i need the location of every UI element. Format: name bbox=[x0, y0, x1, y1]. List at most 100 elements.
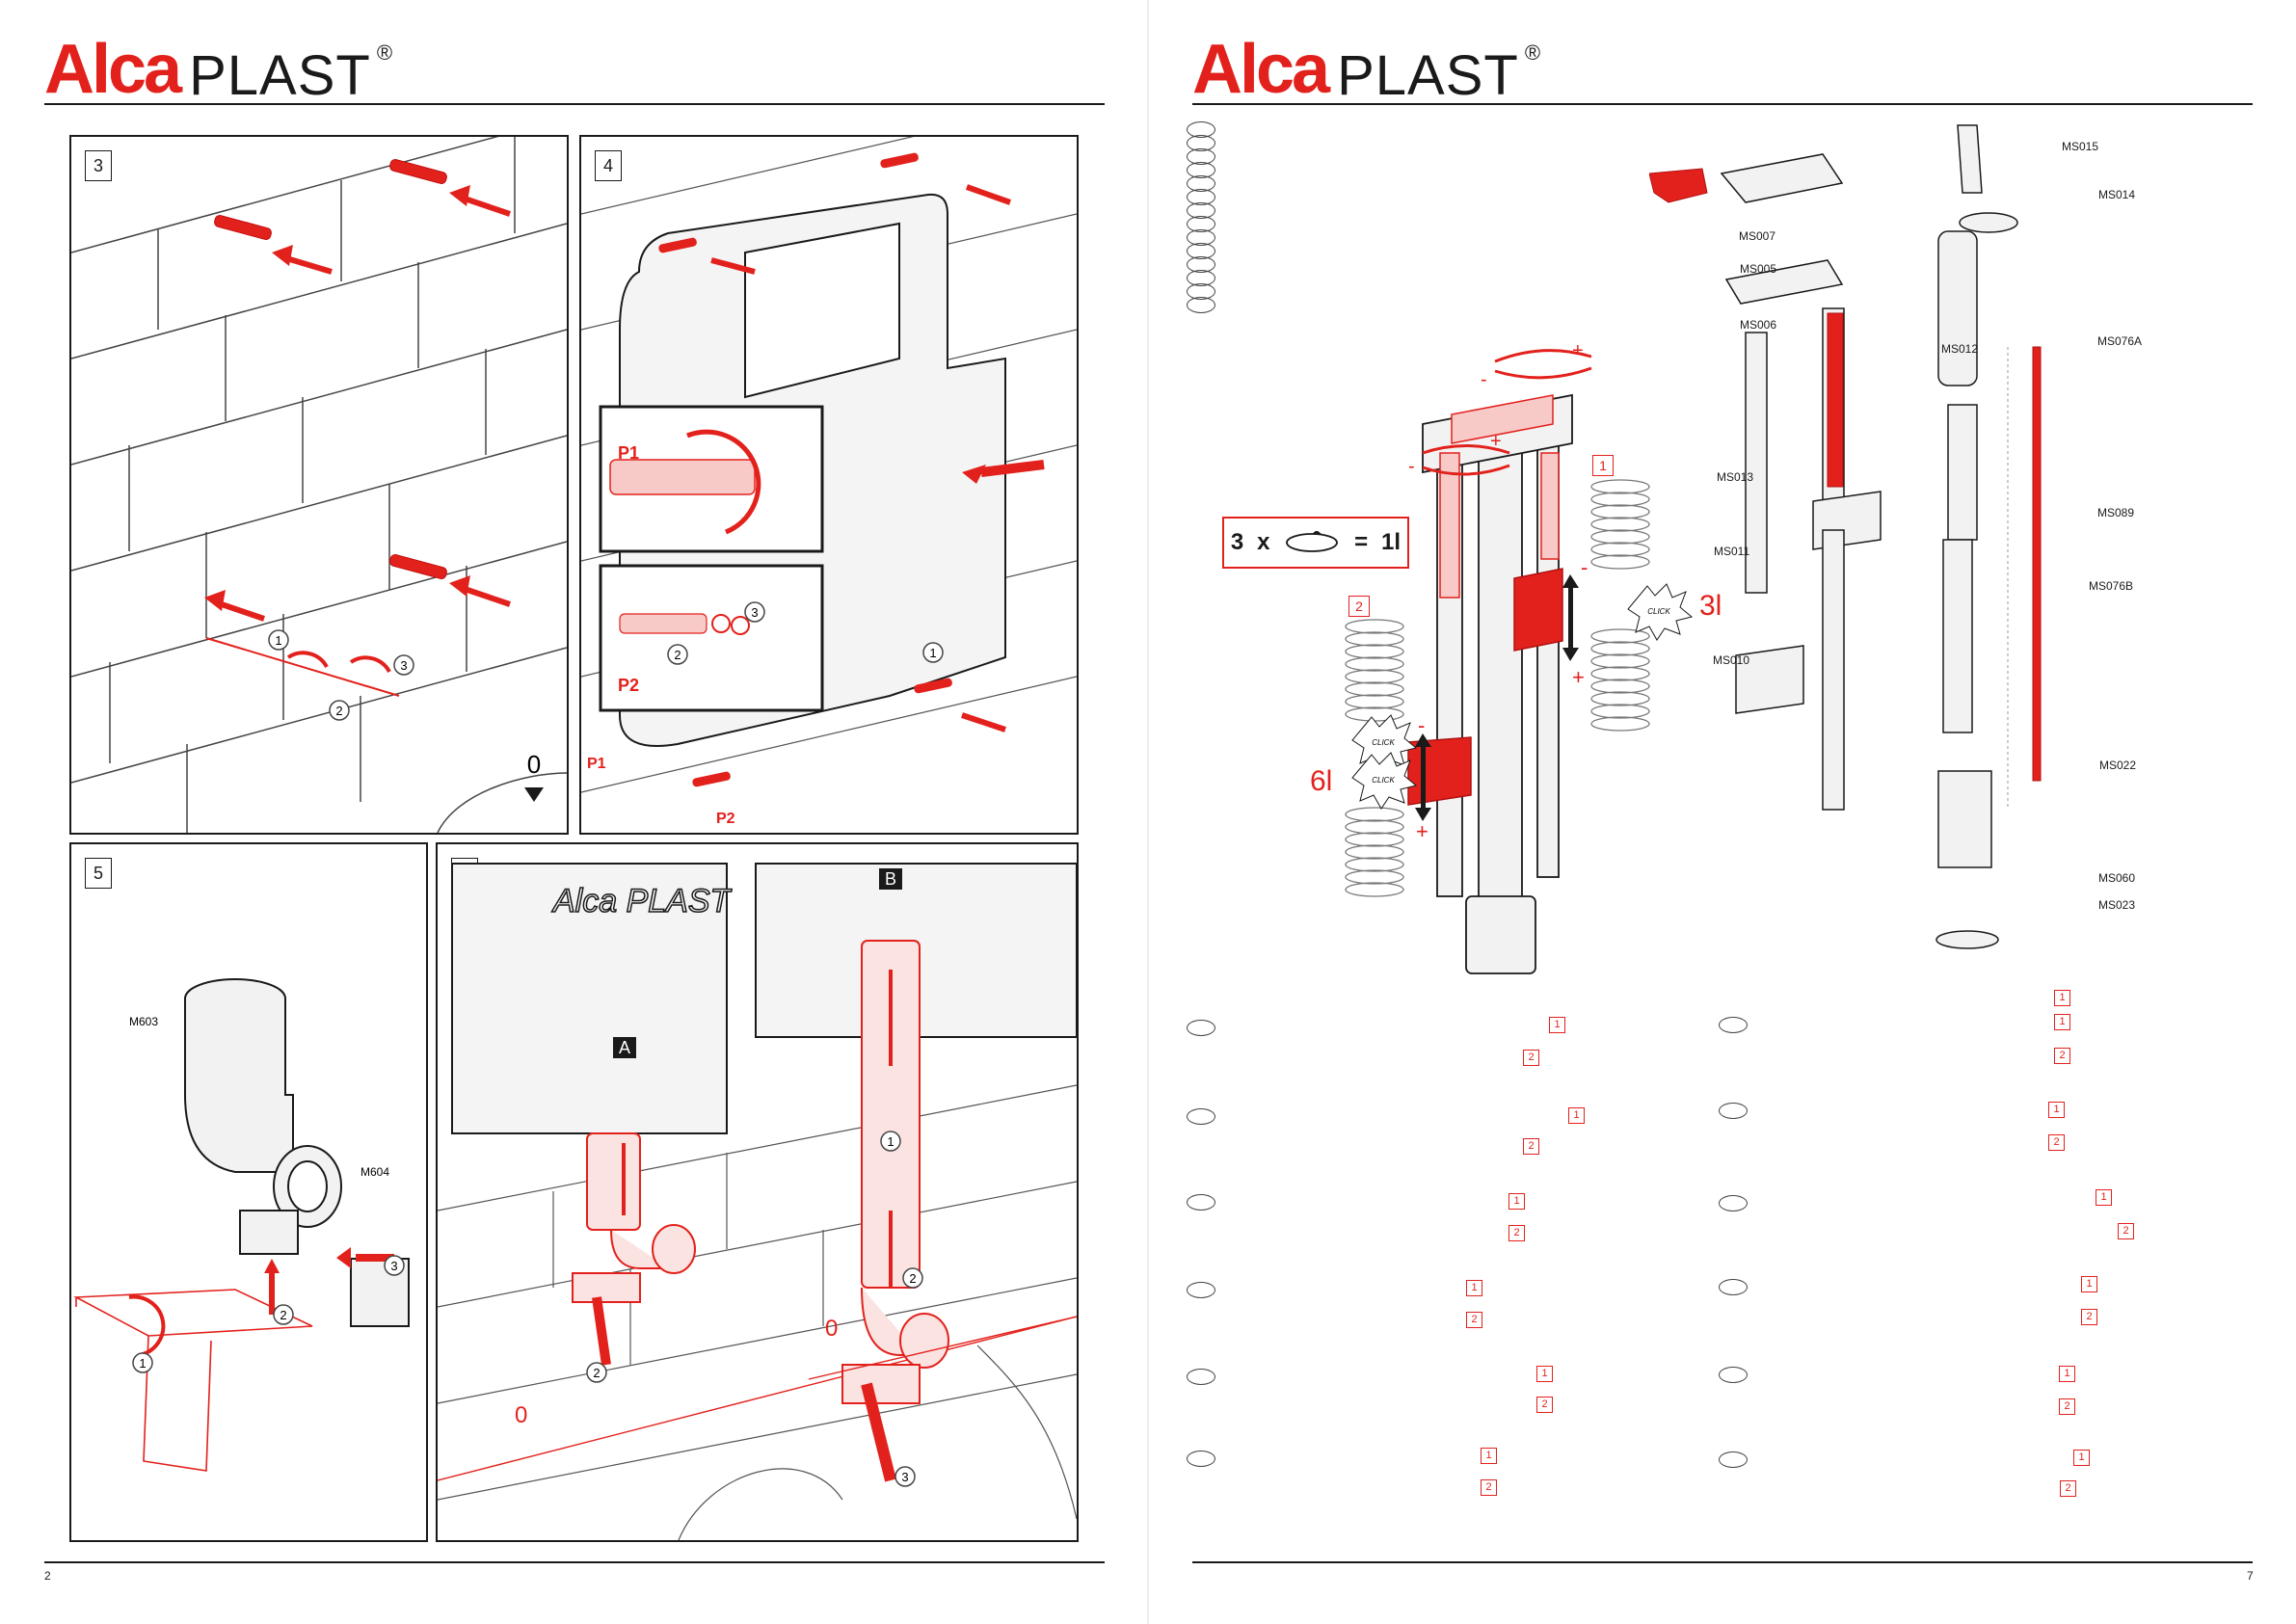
step-3-panel: 3 bbox=[69, 135, 569, 835]
rotation-icon bbox=[1286, 531, 1339, 552]
language-flag[interactable] bbox=[1719, 1367, 1748, 1383]
part-ms015: MS015 bbox=[2062, 140, 2099, 153]
box-1: 1 bbox=[2073, 1450, 2090, 1466]
part-ms076b: MS076B bbox=[2089, 579, 2134, 593]
language-flag[interactable] bbox=[1719, 1451, 1748, 1468]
callout-1: 1 bbox=[275, 633, 281, 648]
brand-embossed: Alca PLAST bbox=[551, 883, 733, 919]
part-ms060: MS060 bbox=[2098, 871, 2136, 885]
box-2: 2 bbox=[1481, 1479, 1497, 1496]
part-ms014: MS014 bbox=[2098, 188, 2136, 201]
part-ms023: MS023 bbox=[2098, 898, 2136, 912]
part-ms007: MS007 bbox=[1739, 229, 1776, 243]
box-1: 1 bbox=[2054, 990, 2070, 1006]
box-1: 1 bbox=[1536, 1366, 1553, 1382]
step-number: 3 bbox=[85, 150, 112, 181]
minus-sign: - bbox=[1408, 456, 1415, 477]
plus-sign: + bbox=[1572, 340, 1584, 361]
box-2: 2 bbox=[1536, 1397, 1553, 1413]
step-number: 4 bbox=[595, 150, 622, 181]
volume-6l: 6l bbox=[1310, 765, 1332, 797]
language-flag[interactable] bbox=[1719, 1103, 1748, 1119]
callout-2: 2 bbox=[280, 1308, 286, 1322]
box-2: 2 bbox=[2059, 1398, 2075, 1415]
box-2: 2 bbox=[1523, 1050, 1539, 1066]
box-2: 2 bbox=[2118, 1223, 2134, 1239]
box-2: 2 bbox=[1466, 1312, 1482, 1328]
footer-rule bbox=[44, 1561, 1105, 1563]
language-flag[interactable] bbox=[1187, 1108, 1215, 1125]
box-label-2: 2 bbox=[1348, 596, 1370, 617]
box-1: 1 bbox=[1466, 1280, 1482, 1296]
zero-level-a: 0 bbox=[515, 1402, 527, 1428]
header-rule bbox=[44, 103, 1105, 105]
part-ms011: MS011 bbox=[1714, 545, 1750, 558]
click-label: CLICK bbox=[1647, 607, 1670, 616]
box-2: 2 bbox=[2060, 1480, 2076, 1497]
box-1: 1 bbox=[1508, 1193, 1525, 1210]
p2-bottom-label: P2 bbox=[716, 811, 735, 827]
box-2: 2 bbox=[2054, 1048, 2070, 1064]
footer-rule bbox=[1192, 1561, 2253, 1563]
box-1: 1 bbox=[2054, 1014, 2070, 1030]
minus-sign: - bbox=[1481, 369, 1487, 390]
variant-b-label: B bbox=[885, 869, 896, 889]
callout-1: 1 bbox=[929, 646, 936, 660]
language-flag[interactable] bbox=[1187, 1369, 1215, 1385]
plus-sign: + bbox=[1490, 431, 1502, 452]
drain-bend-illustration: M603 M604 2 1 3 bbox=[73, 978, 410, 1472]
plus-sign: + bbox=[1572, 665, 1585, 689]
box-label-1: 1 bbox=[1592, 455, 1614, 476]
part-m603: M603 bbox=[129, 1015, 158, 1028]
box-1: 1 bbox=[2048, 1102, 2065, 1118]
language-flag[interactable] bbox=[1187, 1194, 1215, 1211]
fill-valve-adjustment-diagram: - + - + + - + - bbox=[1310, 340, 1722, 974]
flush-volume-formula: 3 x = 1l bbox=[1222, 517, 1409, 569]
language-flag[interactable] bbox=[1719, 1279, 1748, 1295]
page-number: 2 bbox=[44, 1569, 51, 1583]
p2-label: P2 bbox=[618, 676, 639, 695]
box-2: 2 bbox=[2081, 1309, 2097, 1325]
zero-level-b: 0 bbox=[825, 1316, 838, 1342]
callout-b2: 2 bbox=[909, 1271, 916, 1286]
zero-level-label: 0 bbox=[527, 750, 541, 779]
page-gutter bbox=[1147, 0, 1149, 1624]
callout-3: 3 bbox=[400, 658, 407, 673]
language-flag[interactable] bbox=[1719, 1017, 1748, 1033]
language-flag[interactable] bbox=[1719, 1195, 1748, 1211]
exploded-parts-diagram bbox=[1649, 124, 2042, 949]
step-6-panel: 6 Alca PLAST A B bbox=[436, 842, 1079, 1542]
language-flag[interactable] bbox=[1187, 1282, 1215, 1298]
box-1: 1 bbox=[2096, 1189, 2112, 1206]
callout-2: 2 bbox=[593, 1366, 600, 1380]
step-5-panel: 5 M603 M604 2 bbox=[69, 842, 428, 1542]
cistern-mounting-illustration: P1 P2 1 2 3 P1 P2 bbox=[581, 137, 1077, 827]
callout-2: 2 bbox=[674, 648, 681, 662]
box-2: 2 bbox=[1523, 1138, 1539, 1155]
p1-label: P1 bbox=[618, 443, 639, 463]
callout-3: 3 bbox=[751, 605, 758, 620]
box-2: 2 bbox=[1508, 1225, 1525, 1241]
part-m604: M604 bbox=[360, 1165, 389, 1179]
language-flag[interactable] bbox=[1187, 297, 1215, 313]
step-number: 5 bbox=[85, 858, 112, 889]
part-ms076a: MS076A bbox=[2097, 334, 2143, 348]
callout-b1: 1 bbox=[887, 1134, 894, 1149]
minus-sign: - bbox=[1418, 713, 1425, 737]
click-label: CLICK bbox=[1372, 776, 1395, 785]
callout-3: 3 bbox=[390, 1259, 397, 1273]
language-flag[interactable] bbox=[1187, 1451, 1215, 1467]
minus-sign: - bbox=[1581, 555, 1588, 579]
part-ms012: MS012 bbox=[1941, 342, 1979, 356]
box-1: 1 bbox=[2059, 1366, 2075, 1382]
callout-b3: 3 bbox=[901, 1470, 908, 1484]
click-label: CLICK bbox=[1372, 738, 1395, 747]
language-flag[interactable] bbox=[1187, 1020, 1215, 1036]
variant-a-label: A bbox=[619, 1038, 630, 1057]
callout-2: 2 bbox=[335, 704, 342, 718]
callout-1: 1 bbox=[139, 1356, 146, 1371]
page-number: 7 bbox=[2247, 1569, 2254, 1583]
header-rule bbox=[1192, 103, 2253, 105]
part-ms013: MS013 bbox=[1717, 470, 1754, 484]
